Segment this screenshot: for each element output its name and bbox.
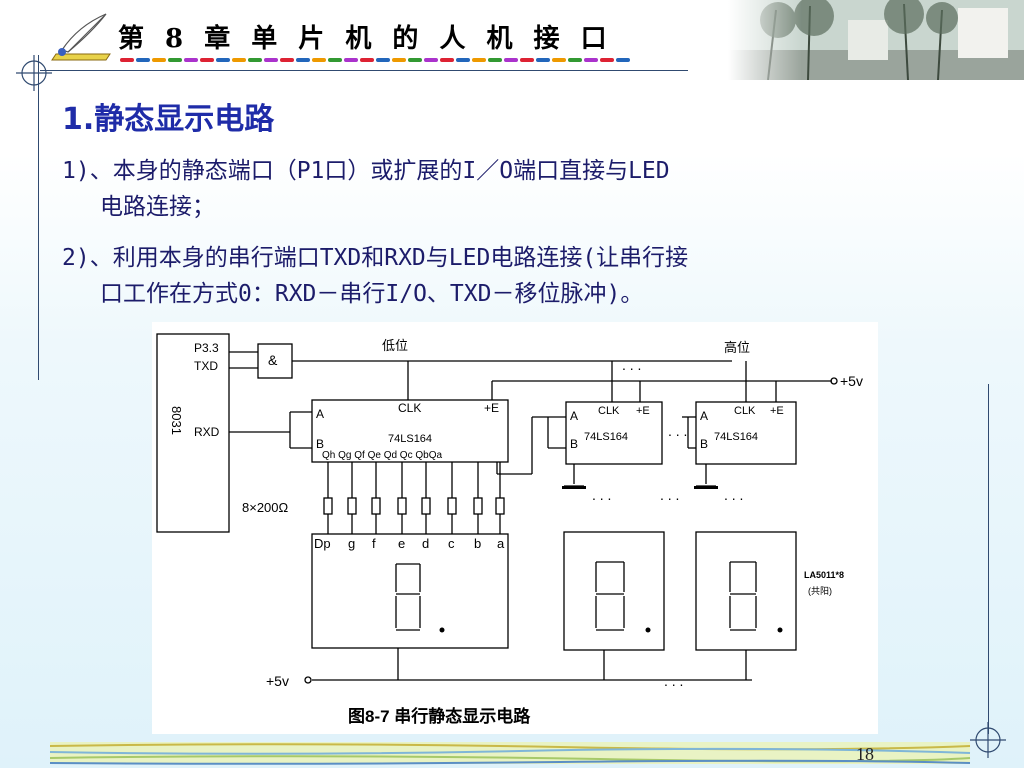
label-display-type: (共阳) [808, 586, 832, 596]
label-b-3: B [700, 437, 708, 451]
label-low-bit: 低位 [382, 338, 408, 353]
label-rxd: RXD [194, 425, 220, 439]
mcu-block [156, 333, 230, 533]
label-supply-top: +5v [840, 373, 863, 389]
led-display-3 [695, 531, 797, 651]
crosshair-bottom-right-icon [970, 722, 1006, 758]
crosshair-top-left-icon [16, 55, 52, 91]
point-1-continuation: 电路连接； [100, 194, 215, 220]
label-e-3: +E [770, 405, 784, 417]
label-e-2: +E [636, 405, 650, 417]
point-2-continuation: 口工作在方式0：RXD－串行I/O、TXD－移位脉冲)。 [100, 281, 644, 307]
shift-register-3 [695, 401, 797, 465]
ellipsis-bottom: . . . [664, 673, 683, 689]
led-display-2 [563, 531, 665, 651]
label-outputs: Qh Qg Qf Qe Qd Qc QbQa [322, 450, 442, 461]
right-rule [988, 384, 989, 734]
label-clk-2: CLK [598, 405, 620, 417]
label-chip-1: 74LS164 [388, 433, 432, 445]
seg-label-d: d [422, 536, 429, 551]
ellipsis-top: . . . [622, 357, 641, 373]
label-supply-bottom: +5v [266, 673, 289, 689]
quill-logo-icon [51, 13, 111, 61]
point-1-line: 1)、本身的静态端口（P1口）或扩展的I／O端口直接与LED [62, 158, 670, 184]
shift-register-2 [565, 401, 663, 465]
header-rule [40, 70, 688, 71]
circuit-diagram: P3.3 TXD RXD 8031 & 低位 高位 +5v +5v CLK +E… [156, 333, 863, 726]
ellipsis-mid: . . . [668, 423, 687, 439]
label-a-2: A [570, 409, 578, 423]
ellipsis-low-3: . . . [724, 487, 743, 503]
left-rule [38, 55, 39, 380]
label-and: & [268, 352, 278, 368]
label-b-1: B [316, 437, 324, 451]
label-a-1: A [316, 407, 324, 421]
label-resistors: 8×200Ω [242, 500, 289, 515]
page-number: 18 [856, 744, 874, 764]
ellipsis-low-1: . . . [592, 487, 611, 503]
point-2: 2)、利用本身的串行端口TXD和RXD与LED电路连接(让串行接 口工作在方式0… [62, 240, 962, 312]
label-b-2: B [570, 437, 578, 451]
shift-register-1 [311, 399, 509, 463]
seg-label-dp: Dp [314, 536, 331, 551]
section-heading: 1.静态显示电路 [62, 102, 275, 137]
seg-label-f: f [372, 536, 376, 551]
label-high-bit: 高位 [724, 340, 750, 355]
seg-label-g: g [348, 536, 355, 551]
label-chip-3: 74LS164 [714, 431, 758, 443]
decorative-dash-bar [120, 58, 630, 62]
label-e-1: +E [484, 401, 499, 415]
chapter-title: 第 8 章 单 片 机 的 人 机 接 口 [118, 24, 613, 54]
label-p33: P3.3 [194, 341, 219, 355]
label-mcu: 8031 [169, 406, 184, 435]
label-clk-1: CLK [398, 401, 421, 415]
seg-label-c: c [448, 536, 455, 551]
label-display-part: LA5011*8 [804, 570, 844, 580]
circuit-figure: P3.3 TXD RXD 8031 & 低位 高位 +5v +5v CLK +E… [152, 322, 878, 734]
led-display-1 [311, 533, 509, 649]
seg-label-b: b [474, 536, 481, 551]
ellipsis-low-2: . . . [660, 487, 679, 503]
seg-label-e: e [398, 536, 405, 551]
label-txd: TXD [194, 359, 218, 373]
point-1: 1)、本身的静态端口（P1口）或扩展的I／O端口直接与LED 电路连接； [62, 153, 962, 225]
seg-label-a: a [497, 536, 505, 551]
figure-caption: 图8-7 串行静态显示电路 [348, 706, 531, 726]
decorative-bottom-strip [49, 742, 971, 765]
label-clk-3: CLK [734, 405, 756, 417]
corner-photo-image [728, 0, 1024, 80]
label-chip-2: 74LS164 [584, 431, 628, 443]
label-a-3: A [700, 409, 708, 423]
point-2-line: 2)、利用本身的串行端口TXD和RXD与LED电路连接(让串行接 [62, 245, 689, 271]
